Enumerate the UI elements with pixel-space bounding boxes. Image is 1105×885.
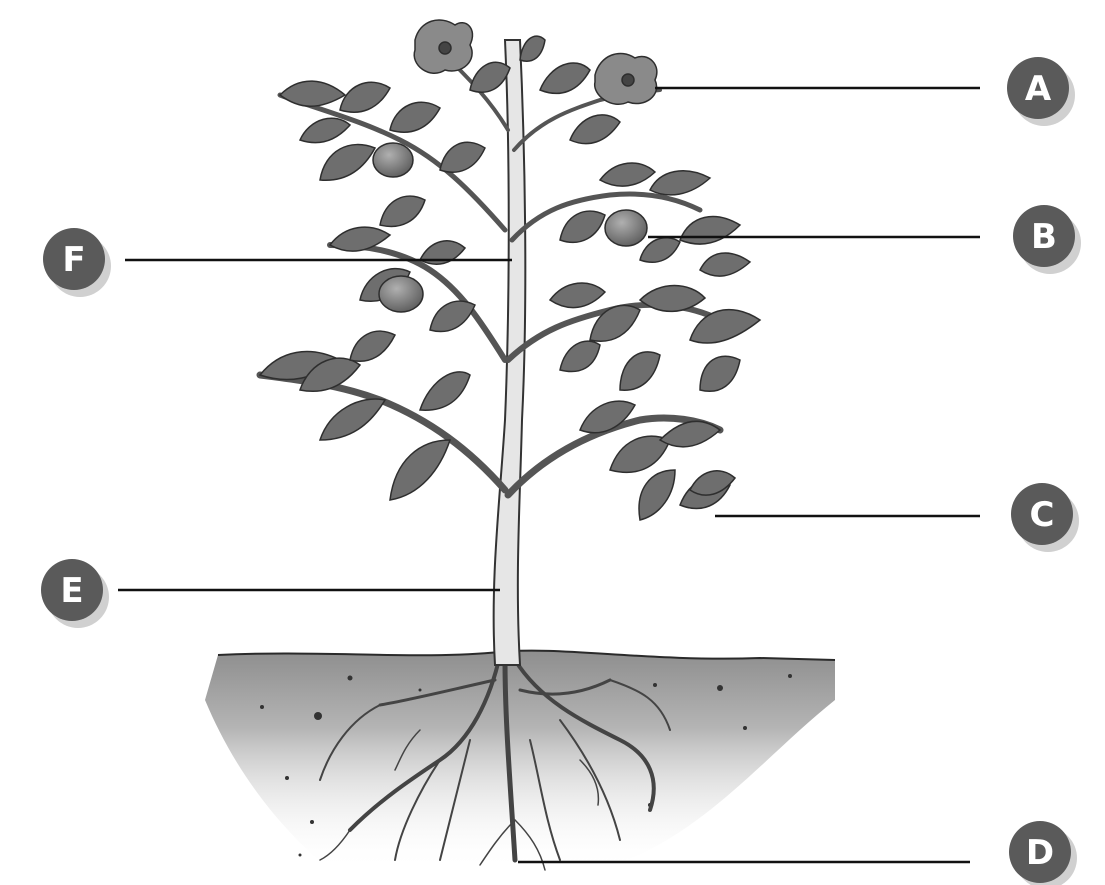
label-f-text: F xyxy=(62,240,85,280)
soil xyxy=(205,651,835,870)
label-b-text: B xyxy=(1031,217,1057,257)
label-a-text: A xyxy=(1025,69,1052,109)
label-badge-e: E xyxy=(41,559,109,628)
label-e-text: E xyxy=(60,571,83,611)
label-d-text: D xyxy=(1026,833,1054,873)
label-badge-b: B xyxy=(1013,205,1081,274)
label-badge-d: D xyxy=(1009,821,1077,885)
flowers xyxy=(414,20,657,104)
label-badge-a: A xyxy=(1007,57,1075,126)
label-badge-f: F xyxy=(43,228,111,297)
label-badge-c: C xyxy=(1011,483,1079,552)
label-c-text: C xyxy=(1030,495,1055,535)
